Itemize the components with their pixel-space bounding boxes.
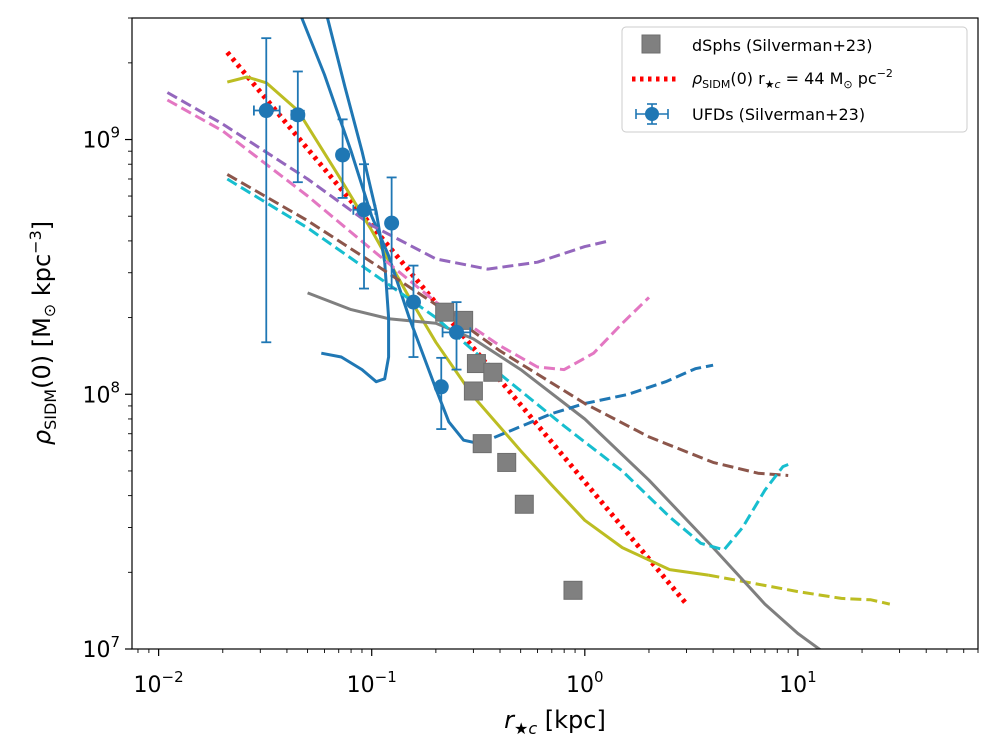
ufd-marker: [356, 202, 372, 218]
legend-relation-sub: SIDM: [702, 78, 730, 91]
ufd-marker: [433, 379, 449, 395]
dsph-marker: [563, 580, 583, 600]
legend-relation-sub2: ★c: [765, 78, 781, 91]
legend-relation-exp: −2: [877, 67, 893, 80]
ufd-point: [384, 176, 400, 290]
y-axis-label-mid: (0) [M: [28, 317, 56, 389]
y-axis-label: ρSIDM(0) [M⊙ kpc−3]: [26, 221, 60, 445]
ufd-point: [433, 356, 449, 430]
series-line-3: [226, 75, 709, 577]
x-tick-label: 10−1: [347, 668, 397, 698]
ufd-point: [335, 118, 351, 199]
legend-box: [621, 26, 968, 133]
dsph-marker: [435, 302, 455, 322]
y-axis-label-sub: SIDM: [41, 389, 60, 430]
dsph-marker: [466, 354, 486, 374]
dsph-marker: [483, 362, 503, 382]
dsph-marker: [514, 494, 534, 514]
series-line-9: [166, 91, 610, 271]
legend-relation-main: ρ: [692, 69, 702, 88]
ufd-marker: [258, 103, 274, 119]
ticks-layer: 10−2 10−1 100 101 107 108 109: [82, 17, 979, 698]
series-line-8: [321, 18, 391, 384]
data-layer: [166, 18, 891, 649]
dsph-marker: [497, 452, 517, 472]
series-line-5: [307, 291, 822, 649]
series-line-12: [226, 177, 789, 552]
ufd-point: [352, 163, 377, 290]
legend-label-dsphs: dSphs (Silverman+23): [692, 36, 872, 55]
y-tick-label: 108: [82, 378, 120, 408]
y-tick-label: 109: [82, 124, 120, 154]
legend-label-ufds: UFDs (Silverman+23): [692, 105, 865, 124]
y-axis-label-sun: ⊙: [40, 304, 59, 317]
legend-relation-sun: ⊙: [843, 78, 852, 91]
y-axis-label-exp: −3: [26, 230, 45, 254]
ufd-marker: [449, 324, 465, 340]
ufd-marker: [405, 294, 421, 310]
series-line-6: [300, 18, 480, 446]
ufd-marker: [290, 107, 306, 123]
ufd-marker: [384, 215, 400, 231]
legend-relation-mid: (0) r: [730, 69, 765, 88]
legend-relation-eq: = 44 M: [781, 69, 844, 88]
x-axis-label-main: r: [504, 706, 516, 734]
x-tick-label: 100: [566, 668, 604, 698]
series-line-7: [478, 363, 714, 445]
legend-marker-dsphs: [641, 34, 661, 54]
dsph-marker: [454, 310, 474, 330]
x-tick-label: 101: [779, 668, 817, 698]
ufd-marker: [335, 147, 351, 163]
ufd-point: [253, 37, 281, 344]
y-axis-label-close: ]: [28, 221, 56, 230]
legend-label-relation: ρSIDM(0) r★c = 44 M⊙ pc−2: [692, 67, 893, 91]
legend-relation-unit: pc: [853, 69, 877, 88]
dsph-marker: [463, 381, 483, 401]
x-tick-label: 10−2: [134, 668, 184, 698]
x-axis-label: r★c [kpc]: [504, 706, 606, 738]
legend-marker-ufds: [635, 103, 669, 125]
y-axis-label-unit: kpc: [28, 254, 56, 304]
legend: dSphs (Silverman+23) ρSIDM(0) r★c = 44 M…: [621, 26, 968, 133]
x-axis-label-sub: ★c: [514, 719, 537, 738]
dsph-marker: [472, 434, 492, 454]
series-line-10: [166, 98, 651, 372]
ufd-point: [441, 301, 472, 371]
y-tick-label: 107: [82, 633, 120, 663]
x-axis-label-unit: [kpc]: [537, 706, 606, 734]
ufd-point: [290, 70, 306, 184]
plot-frame: [131, 17, 979, 650]
ufd-point: [405, 264, 421, 358]
series-line-11: [226, 173, 789, 477]
y-axis-label-main: ρ: [28, 430, 56, 445]
